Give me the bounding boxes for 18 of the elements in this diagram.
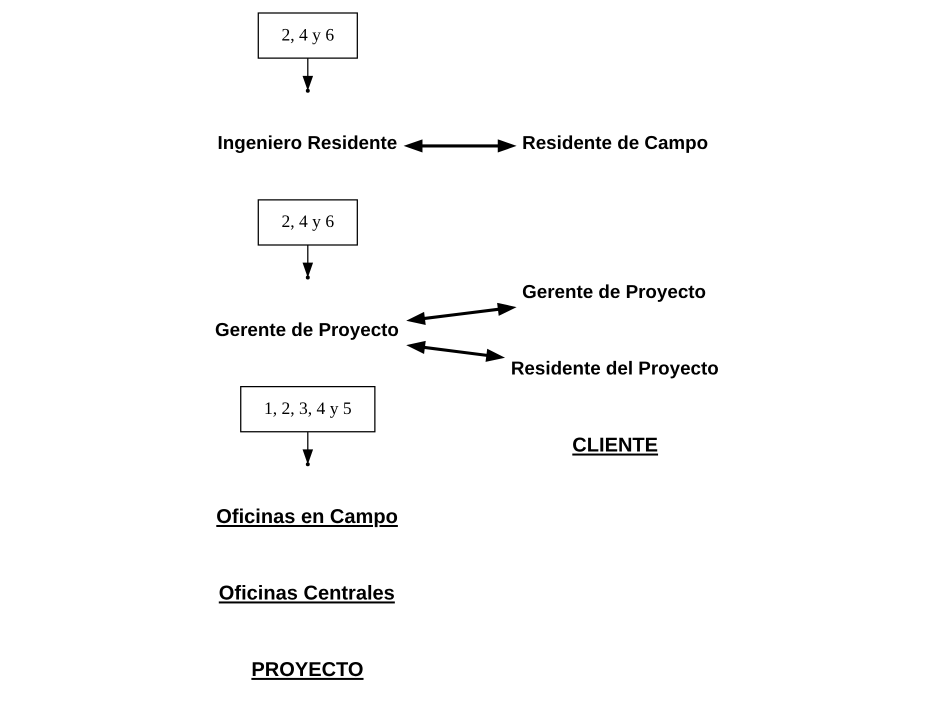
arrow [406,302,516,325]
node-box: 2, 4 y 6 [257,12,358,59]
label: CLIENTE [572,434,658,457]
label: Oficinas Centrales [218,582,394,604]
node-text: Residente del Proyecto [510,358,718,379]
node-box: 2, 4 y 6 [257,199,358,246]
arrow [403,139,516,153]
node-text: Gerente de Proyecto [522,281,706,302]
arrow [406,340,505,362]
arrow [302,58,313,91]
arrow [302,432,313,464]
arrow [302,245,313,278]
label: Oficinas en Campo [216,506,398,528]
node-text: Gerente de Proyecto [214,318,398,340]
node-box: 1, 2, 3, 4 y 5 [240,386,375,432]
node-text: Residente de Campo [522,132,708,154]
label: PROYECTO [250,658,364,681]
node-text: Ingeniero Residente [217,132,397,154]
